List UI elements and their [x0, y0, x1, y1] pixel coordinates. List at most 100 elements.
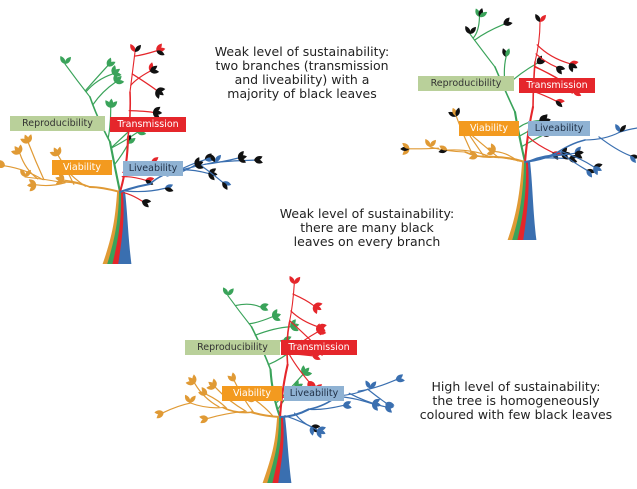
- tree3-label-transmission: Transmission: [281, 340, 357, 355]
- leaf-transmission: [156, 89, 164, 96]
- branch-transmission: [129, 51, 136, 93]
- leaf-liveability: [342, 404, 352, 409]
- leaf-reproducibility: [60, 55, 66, 64]
- leaf-viability: [156, 412, 164, 419]
- tree1-branches: [0, 43, 263, 264]
- caption-tree1-line1: Weak level of sustainability:: [214, 44, 390, 59]
- leaf-viability: [402, 143, 410, 149]
- caption-tree1-line2: two branches (transmission: [215, 58, 389, 73]
- branch-transmission: [534, 21, 541, 63]
- branch-viability: [88, 185, 122, 194]
- leaf-reproducibility: [107, 61, 116, 67]
- caption-tree2-line2: there are many black: [300, 220, 434, 235]
- leaf-viability: [231, 372, 236, 382]
- leaf-liveability: [586, 170, 593, 178]
- leaf-reproducibility: [479, 11, 488, 18]
- leaf-transmission: [569, 63, 578, 69]
- twig-transmission: [536, 44, 571, 65]
- caption-tree1-line4: majority of black leaves: [227, 86, 377, 101]
- twig-liveability: [529, 154, 562, 162]
- leaf-transmission: [308, 381, 316, 387]
- branch-reproducibility: [513, 110, 527, 164]
- tree-high-sustainability: [154, 275, 405, 485]
- leaf-viability: [154, 410, 164, 415]
- leaf-liveability: [204, 153, 212, 160]
- leaf-liveability: [593, 166, 598, 176]
- leaf-transmission: [156, 43, 162, 51]
- leaf-transmission: [555, 100, 563, 108]
- twig-viability: [27, 142, 45, 181]
- leaf-reproducibility: [105, 100, 111, 108]
- leaf-reproducibility: [536, 59, 546, 65]
- leaf-viability: [490, 143, 496, 152]
- branch-liveability: [584, 131, 621, 141]
- leaf-viability: [192, 374, 197, 384]
- twig-transmission: [290, 310, 319, 328]
- trunk-ribbon: [278, 417, 292, 483]
- leaf-reproducibility: [505, 48, 510, 57]
- tree3-label-reproducibility: Reproducibility: [185, 340, 280, 355]
- branch-transmission: [288, 283, 295, 323]
- leaf-reproducibility: [272, 316, 281, 321]
- leaf-transmission: [317, 326, 325, 333]
- leaf-viability: [57, 146, 62, 156]
- leaf-liveability: [574, 153, 583, 159]
- leaf-liveability: [237, 157, 246, 163]
- caption-tree2-line3: leaves on every branch: [293, 234, 441, 249]
- leaf-liveability: [384, 406, 392, 413]
- branch-liveability: [118, 182, 152, 194]
- leaf-liveability: [164, 187, 174, 192]
- leaf-viability: [402, 148, 410, 155]
- leaf-reproducibility: [227, 288, 234, 296]
- tree-weak-many-black: [400, 8, 637, 242]
- leaf-transmission: [152, 106, 161, 113]
- leaf-viability: [14, 146, 21, 154]
- leaf-reproducibility: [290, 326, 299, 332]
- twig-reproducibility: [234, 303, 261, 308]
- leaf-liveability: [615, 123, 621, 132]
- leaf-viability: [455, 107, 460, 117]
- leaf-transmission: [155, 89, 160, 99]
- leaf-transmission: [312, 355, 321, 361]
- twig-liveability: [308, 404, 344, 411]
- leaf-transmission: [134, 44, 141, 52]
- caption-tree3-line1: High level of sustainability:: [431, 379, 601, 394]
- twig-liveability: [199, 164, 224, 183]
- twig-liveability: [598, 136, 631, 157]
- leaf-transmission: [294, 276, 301, 284]
- caption-tree3: High level of sustainability: the tree i…: [400, 380, 632, 422]
- twig-liveability: [180, 169, 209, 175]
- twig-viability: [163, 402, 192, 414]
- twig-reproducibility: [472, 16, 481, 39]
- leaf-transmission: [317, 330, 327, 335]
- twig-transmission: [133, 50, 157, 57]
- leaf-liveability: [619, 124, 626, 132]
- leaf-transmission: [289, 275, 295, 284]
- twig-liveability: [366, 388, 387, 404]
- tree2-label-reproducibility: Reproducibility: [418, 76, 514, 91]
- leaf-transmission: [556, 66, 562, 75]
- twig-reproducibility: [254, 326, 291, 336]
- branch-reproducibility: [108, 140, 122, 194]
- twig-viability: [446, 149, 489, 157]
- tree3-drawing: [154, 275, 405, 483]
- leaf-liveability: [395, 374, 404, 381]
- leaf-liveability: [568, 157, 578, 163]
- leaf-viability: [208, 381, 216, 388]
- twig-transmission: [535, 53, 557, 68]
- tree1-label-reproducibility: Reproducibility: [10, 116, 105, 131]
- tree3-label-liveability: Liveability: [284, 386, 344, 401]
- leaf-viability: [28, 179, 37, 185]
- leaf-transmission: [149, 65, 158, 72]
- twig-liveability: [558, 151, 588, 171]
- leaf-reproducibility: [465, 25, 471, 34]
- twig-transmission: [292, 293, 315, 307]
- leaf-reproducibility: [271, 309, 278, 317]
- tree1-label-viability: Viability: [52, 160, 112, 175]
- leaf-transmission: [312, 305, 318, 315]
- twig-liveability: [284, 415, 318, 431]
- twig-reproducibility: [110, 131, 138, 149]
- leaf-reproducibility: [64, 56, 71, 64]
- twig-viability: [19, 153, 39, 180]
- leaf-reproducibility: [539, 114, 547, 121]
